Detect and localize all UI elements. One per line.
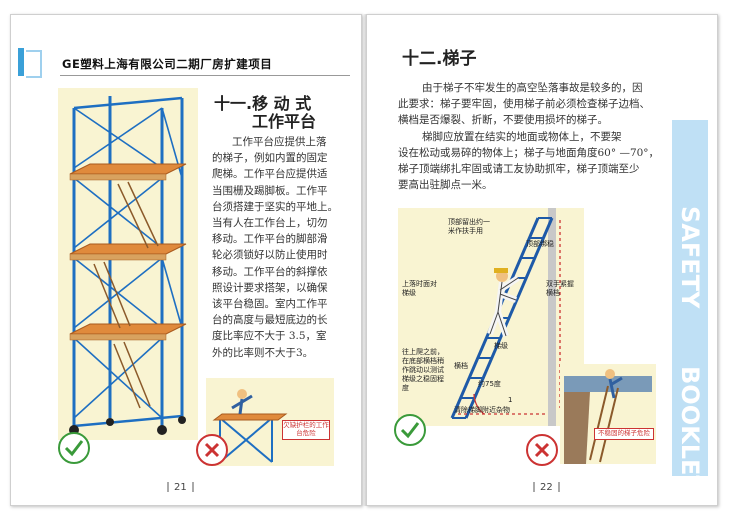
text-line: 设在松动或易碎的物体上；梯子与地面角度60° —70°， (398, 146, 660, 159)
text-line: 轮必须锁好以防止使用时 (212, 249, 328, 262)
text-line: 此要求：梯子要牢固，使用梯子前必须检查梯子边档、 (398, 98, 650, 111)
text-line: 梯子顶端绑扎牢固或请工友协助抓牢，梯子顶端至少 (398, 163, 640, 176)
ladder-safety-illustration (450, 208, 561, 426)
book-spine (360, 14, 366, 506)
page-number-right: 22 (528, 482, 565, 493)
text-line: 当围栅及踢脚板。工作平 (212, 184, 328, 197)
text-line: 移动。工作平台的斜撑依 (212, 265, 328, 278)
text-line: 度比率应不大于 3.5，室 (212, 330, 327, 343)
project-title: GE塑料上海有限公司二期厂房扩建项目 (62, 57, 273, 71)
approved-check-icon (58, 432, 90, 464)
text-line: 台的高度与最短底边的长 (212, 314, 328, 327)
header-rule (60, 75, 350, 76)
section-title-mobile-platform-line1: 十一.移 动 式 (214, 94, 312, 113)
text-line: 横档是否爆裂、折断，不要使用损坏的梯子。 (398, 114, 608, 127)
label-both-hands: 双手紧握横档 (546, 280, 574, 297)
safety-booklet-banner (672, 120, 708, 476)
mobile-platform-paragraph: 工作平台应提供上落 的梯子，例如内置的固定 爬梯。工作平台应提供适 当围栅及踢脚… (212, 134, 342, 361)
label-go-up: 上落时面对梯级 (402, 280, 437, 297)
text-line: 外的比率则不大于3。 (212, 346, 314, 359)
section-title-mobile-platform-line2: 工作平台 (252, 112, 317, 131)
label-rung: 横档 (454, 362, 468, 370)
label-ratio: 1 (508, 396, 513, 404)
text-line: 工作平台应提供上落 (232, 136, 327, 148)
section-title-ladders: 十二.梯子 (402, 49, 477, 69)
banner-word-safety: SAFETY (672, 170, 708, 309)
text-line: 梯脚应放置在结实的地面或物体上，不要架 (422, 130, 622, 143)
text-line: 爬梯。工作平台应提供适 (212, 168, 328, 181)
mobile-scaffold-illustration (69, 96, 187, 435)
banner-word-safety-text: SAFETY (676, 206, 704, 309)
unsafe-ladder-illustration (564, 369, 652, 464)
header-accent-frame (26, 50, 42, 78)
prohibited-x-icon (526, 434, 558, 466)
page-number-text: 21 (174, 482, 187, 493)
label-clear-debris: 清除梯脚附近杂物 (454, 406, 510, 414)
label-top-tie: 顶部绑稳 (526, 240, 554, 248)
approved-check-icon (394, 414, 426, 446)
label-before-climb: 往上爬之前，在底部横档稍作跳动以测试梯级之稳固程度 (402, 348, 444, 392)
text-line: 台须搭建于坚实的平地上。 (212, 200, 338, 213)
prohibited-x-icon (196, 434, 228, 466)
text-line: 由于梯子不牢发生的高空坠落事故是较多的，因 (422, 82, 643, 94)
text-line: 移动。工作平台的脚部滑 (212, 233, 328, 246)
header-accent-bar (18, 48, 24, 76)
page-number-text: 22 (540, 482, 553, 493)
unsafe-platform-warning-label: 欠缺护栏的工作台危险 (282, 420, 330, 440)
label-top-extend: 顶部留出约一米作扶手用 (448, 218, 490, 235)
banner-word-booklet-text: BOOKLET (676, 366, 704, 492)
label-angle: 约75度 (478, 380, 501, 388)
text-line: 照设计要求搭架，以确保 (212, 281, 328, 294)
ladders-paragraph: 由于梯子不牢发生的高空坠落事故是较多的，因 此要求：梯子要牢固，使用梯子前必须检… (398, 80, 670, 193)
text-line: 的梯子，例如内置的固定 (212, 152, 328, 165)
banner-word-booklet: BOOKLET (672, 320, 708, 492)
unsafe-ladder-warning-label: 不稳固的梯子危险 (594, 428, 654, 440)
text-line: 该平台稳固。室内工作平 (212, 298, 328, 311)
text-line: 当有人在工作台上，切勿 (212, 217, 328, 230)
label-ladder: 梯级 (494, 342, 508, 350)
text-line: 要高出驻脚点一米。 (398, 179, 493, 192)
page-number-left: 21 (162, 482, 199, 493)
